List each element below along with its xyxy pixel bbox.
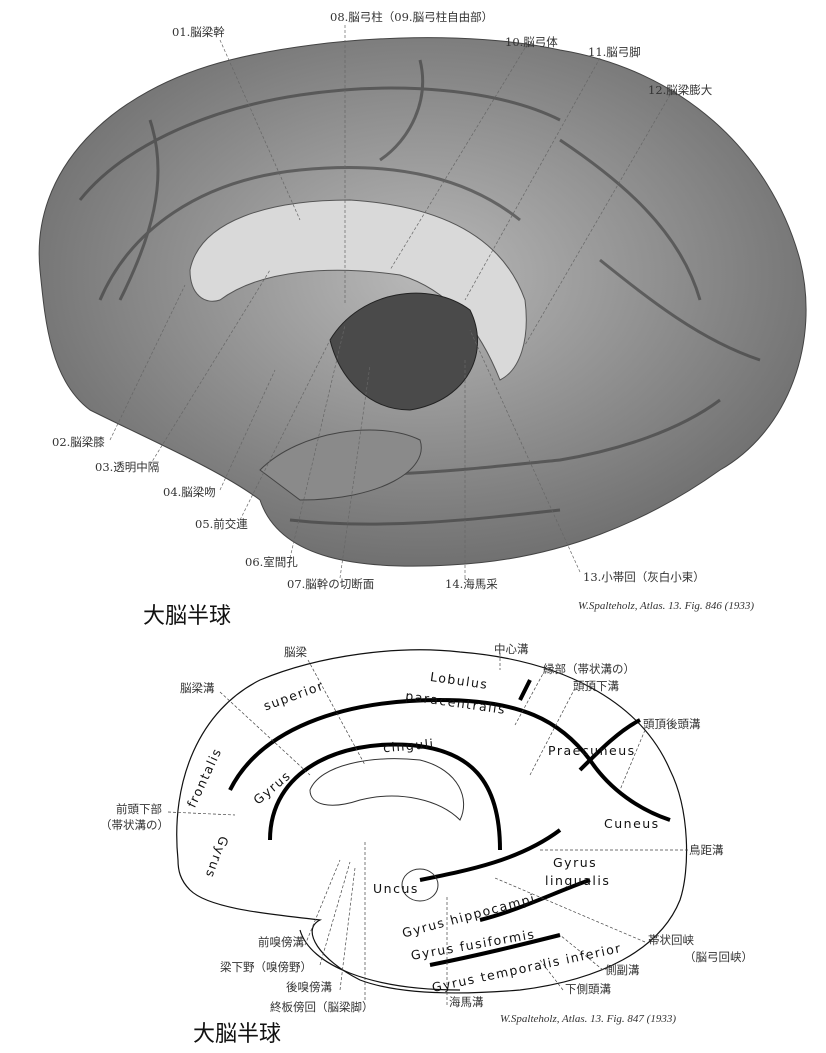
label-marginal-ramus: 縁部（帯状溝の）: [543, 662, 635, 676]
label-inferior-temporal-sulcus: 下側頭溝: [565, 982, 611, 996]
latin-gyrus-lingualis-1: Gyrus: [553, 855, 598, 870]
label-anterior-parolfactory-sulcus: 前嗅傍溝: [258, 935, 304, 949]
label-subfrontal-part-note: （帯状溝の）: [100, 818, 169, 832]
label-callosal-sulcus: 脳梁溝: [180, 681, 215, 695]
label-subcallosal-area: 梁下野（嗅傍野）: [220, 960, 312, 974]
citation-top: W.Spalteholz, Atlas. 13. Fig. 846 (1933): [578, 600, 754, 612]
label-subfrontal-part: 前頭下部: [116, 802, 162, 816]
label-central-sulcus: 中心溝: [494, 642, 529, 656]
label-fornix-crus: 11.脳弓脚: [588, 45, 641, 59]
label-rostrum: 04.脳梁吻: [163, 485, 216, 499]
latin-cuneus: Cuneus: [604, 816, 660, 831]
label-septum-pellucidum: 03.透明中隔: [95, 460, 160, 474]
label-collateral-sulcus: 側副溝: [605, 963, 640, 977]
figure-title-top: 大脳半球: [143, 604, 232, 629]
label-hippocampal-sulcus: 海馬溝: [449, 995, 484, 1009]
label-fornix-body: 10.脳弓体: [505, 35, 558, 49]
label-calcarine-sulcus: 鳥距溝: [689, 843, 724, 857]
label-brainstem-section: 07.脳幹の切断面: [287, 577, 375, 591]
citation-bottom: W.Spalteholz, Atlas. 13. Fig. 847 (1933): [500, 1013, 676, 1025]
label-subparietal-sulcus: 頭頂下溝: [573, 679, 619, 693]
latin-praecuneus: Praecuneus: [548, 743, 636, 758]
label-cingulate-isthmus-note: （脳弓回峡）: [684, 950, 753, 964]
label-posterior-parolfactory-sulcus: 後嗅傍溝: [286, 980, 332, 994]
label-genu: 02.脳梁膝: [52, 435, 105, 449]
label-fasciolar-gyrus: 13.小帯回（灰白小束）: [583, 570, 705, 584]
latin-gyrus-lingualis-2: lingualis: [545, 873, 611, 888]
label-corpus-callosum: 脳梁: [284, 645, 307, 659]
label-cingulate-isthmus: 帯状回峡: [648, 933, 694, 947]
label-paraterminal-gyrus: 終板傍回（脳梁脚）: [270, 1000, 374, 1014]
label-interventricular-foramen: 06.室間孔: [245, 555, 298, 569]
label-splenium: 12.脳梁膨大: [648, 83, 713, 97]
label-parieto-occipital-sulcus: 頭頂後頭溝: [643, 717, 701, 731]
latin-uncus: Uncus: [373, 881, 419, 896]
label-fimbria: 14.海馬采: [445, 577, 498, 591]
label-anterior-commissure: 05.前交連: [195, 517, 248, 531]
brain-illustration-photo: [38, 25, 807, 579]
figure-title-bottom: 大脳半球: [193, 1022, 282, 1047]
label-fornix-column: 08.脳弓柱（09.脳弓柱自由部）: [330, 10, 494, 24]
label-corpus-callosum-trunk: 01.脳梁幹: [172, 25, 225, 39]
